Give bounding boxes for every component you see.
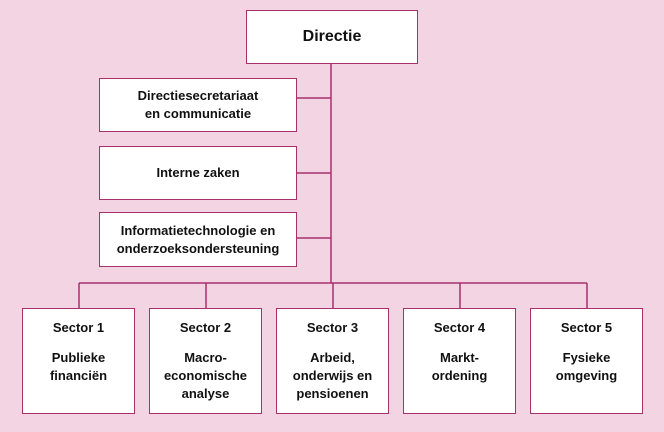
sector-5-number: Sector 5 [560,320,613,335]
sector-3-number: Sector 3 [306,320,359,335]
sector-5-name: Fysieke omgeving [555,350,618,383]
box-directie: Directie [246,10,418,64]
sector-1-name: Publieke financiën [49,350,108,383]
box-directie-label: Directie [302,28,362,45]
sector-1-number: Sector 1 [52,320,105,335]
box-sector-3: Sector 3 Arbeid, onderwijs en pensioenen [276,308,389,414]
box-interne-zaken: Interne zaken [99,146,297,200]
sector-3-name: Arbeid, onderwijs en pensioenen [292,350,373,401]
box-interne-zaken-label: Interne zaken [156,165,240,180]
box-informatietechnologie-label: Informatietechnologie en onderzoeksonder… [116,222,280,256]
box-sector-4: Sector 4 Markt- ordening [403,308,516,414]
sector-4-name: Markt- ordening [431,350,488,383]
box-sector-1: Sector 1 Publieke financiën [22,308,135,414]
box-informatietechnologie: Informatietechnologie en onderzoeksonder… [99,212,297,267]
sector-4-number: Sector 4 [433,320,486,335]
sector-2-name: Macro- economische analyse [163,350,248,401]
box-sector-5: Sector 5 Fysieke omgeving [530,308,643,414]
sector-2-number: Sector 2 [179,320,232,335]
box-sector-2: Sector 2 Macro- economische analyse [149,308,262,414]
box-directiesecretariaat: Directiesecretariaat en communicatie [99,78,297,132]
box-directiesecretariaat-label: Directiesecretariaat en communicatie [137,88,259,121]
